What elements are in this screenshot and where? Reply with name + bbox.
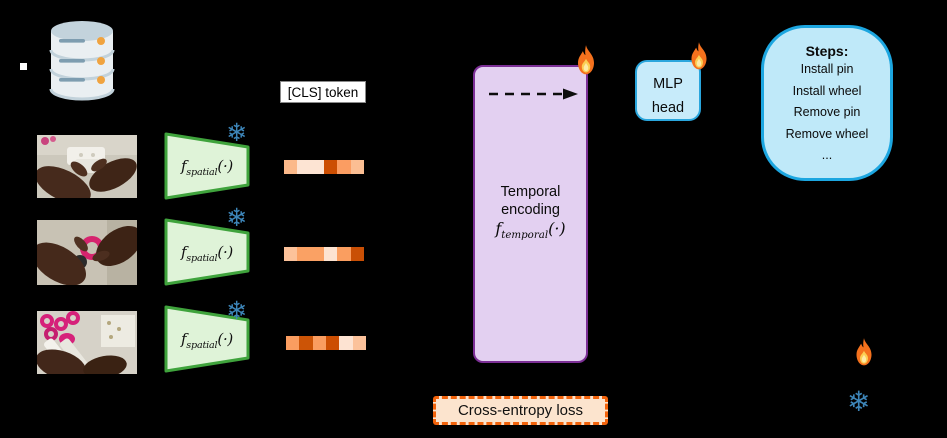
- steps-item: Install wheel: [792, 83, 862, 98]
- token-cell: [323, 160, 338, 174]
- spatial-encoder-3: [164, 305, 250, 373]
- math-f: f: [181, 157, 187, 175]
- token-cell: [297, 160, 311, 174]
- temporal-encoding-label: Temporal encoding: [475, 183, 586, 219]
- token-cell: [337, 247, 351, 261]
- video-frame-3: [37, 311, 137, 374]
- math-args: (·): [217, 157, 233, 175]
- database-icon: [49, 21, 115, 101]
- temporal-math-label: ftemporal(·): [475, 219, 586, 241]
- video-frame-2: [37, 220, 137, 285]
- math-sub: spatial: [186, 253, 218, 264]
- token-cell: [350, 247, 364, 261]
- fire-icon: [691, 42, 707, 70]
- steps-item: Remove pin: [793, 105, 861, 119]
- token-cell: [310, 160, 324, 174]
- token-strip-2: [284, 247, 364, 261]
- steps-item: Install pin: [800, 62, 854, 76]
- math-args: (·): [548, 219, 566, 238]
- token-cell: [299, 336, 313, 350]
- video-frame-1: [37, 135, 137, 198]
- temporal-line2: encoding: [501, 202, 560, 218]
- cross-entropy-loss-label: Cross-entropy loss: [457, 402, 584, 419]
- steps-output-box: Steps: Install pin Install wheel Remove …: [761, 25, 893, 181]
- math-args: (·): [217, 330, 233, 348]
- snowflake-icon: ❄: [226, 118, 247, 147]
- spatial-encoder-3-label: fspatial(·): [164, 330, 250, 351]
- token-cell: [350, 160, 364, 174]
- math-sub: temporal: [501, 229, 549, 242]
- math-f: f: [495, 219, 502, 238]
- spatial-encoder-2: [164, 218, 250, 286]
- mlp-line2: head: [651, 100, 685, 116]
- token-cell: [286, 336, 300, 350]
- token-cell: [339, 336, 353, 350]
- token-cell: [312, 336, 326, 350]
- snowflake-icon: ❄: [847, 385, 871, 418]
- spatial-encoder-1: [164, 132, 250, 200]
- token-cell: [297, 247, 311, 261]
- math-sub: spatial: [186, 167, 218, 178]
- spatial-encoder-2-label: fspatial(·): [164, 243, 250, 264]
- fire-icon: [578, 45, 594, 75]
- temporal-line1: Temporal: [500, 184, 561, 200]
- math-args: (·): [217, 243, 233, 261]
- token-cell: [337, 160, 351, 174]
- white-marker-square: [20, 63, 27, 70]
- math-sub: spatial: [186, 340, 218, 351]
- token-cell: [323, 247, 338, 261]
- steps-title: Steps:: [805, 43, 849, 59]
- cross-entropy-loss-box: Cross-entropy loss: [433, 396, 608, 425]
- fire-icon: [856, 338, 872, 366]
- mlp-line1: MLP: [653, 76, 683, 92]
- math-f: f: [181, 330, 187, 348]
- dashed-arrow-icon: [489, 88, 578, 100]
- steps-item: Remove wheel: [785, 126, 869, 141]
- token-cell: [284, 247, 298, 261]
- temporal-encoding-block: Temporal encoding ftemporal(·): [473, 65, 588, 363]
- cls-token-text: [CLS] token: [287, 84, 359, 100]
- snowflake-icon: ❄: [226, 203, 247, 232]
- steps-item: ...: [821, 148, 833, 162]
- snowflake-icon: ❄: [226, 296, 247, 325]
- token-strip-3: [286, 336, 366, 350]
- token-cell: [310, 247, 324, 261]
- token-strip-1: [284, 160, 364, 174]
- token-cell: [284, 160, 298, 174]
- cls-token-label: [CLS] token: [280, 81, 366, 103]
- spatial-encoder-1-label: fspatial(·): [164, 157, 250, 178]
- math-f: f: [181, 243, 187, 261]
- token-cell: [352, 336, 366, 350]
- mlp-head-block: MLP head: [635, 60, 701, 121]
- token-cell: [325, 336, 340, 350]
